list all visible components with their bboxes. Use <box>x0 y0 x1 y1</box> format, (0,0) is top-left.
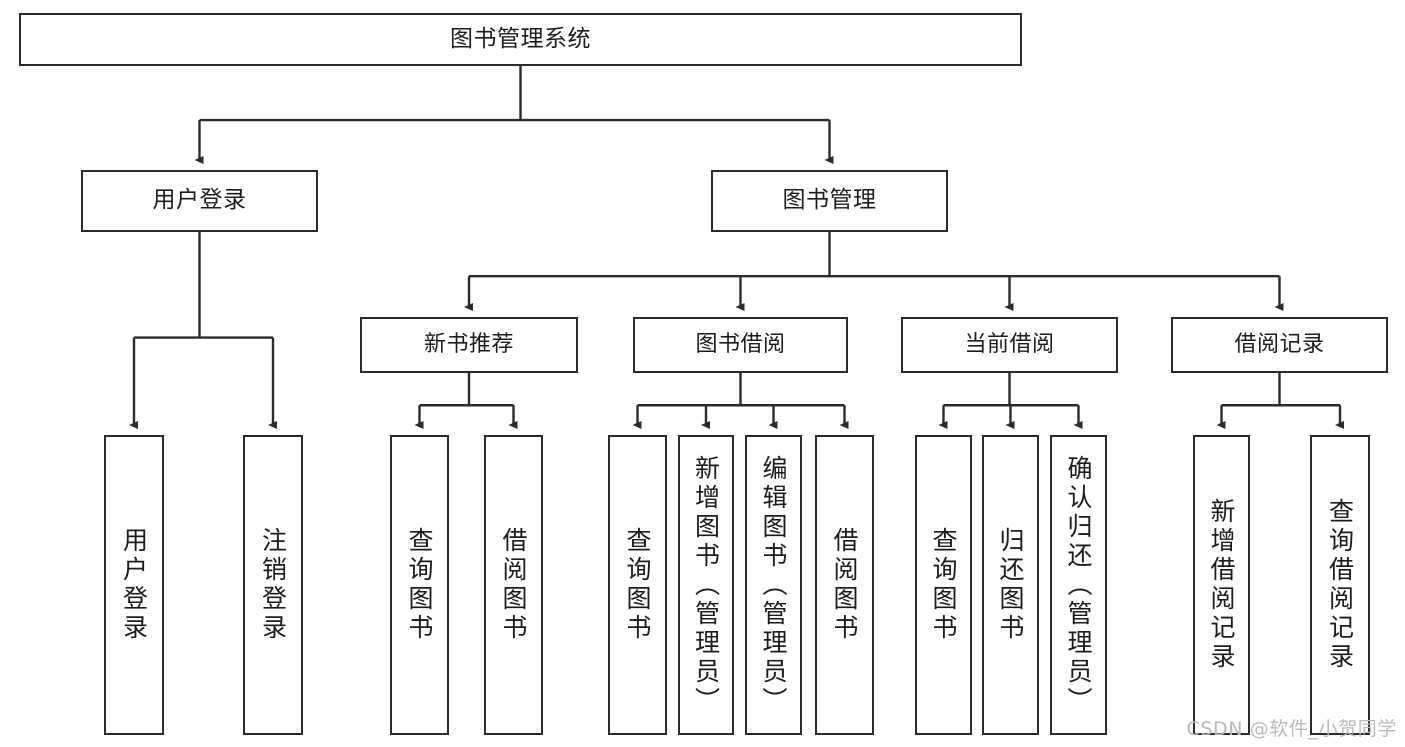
node-label: 图书管理系统 <box>450 25 591 52</box>
node-l_borrow1[interactable]: 借阅图书 <box>484 435 543 735</box>
node-label: 查询图书 <box>929 527 958 643</box>
node-label: 当前借阅 <box>964 331 1055 357</box>
node-label: 新增借阅记录 <box>1207 498 1236 672</box>
node-l_logout[interactable]: 注销登录 <box>243 435 303 735</box>
node-user_login[interactable]: 用户登录 <box>81 170 318 232</box>
node-l_return[interactable]: 归还图书 <box>982 435 1039 735</box>
node-book_mgmt[interactable]: 图书管理 <box>711 170 948 232</box>
node-l_query1[interactable]: 查询图书 <box>390 435 449 735</box>
node-label: 编辑图书（管理员） <box>759 454 788 716</box>
node-label: 借阅图书 <box>830 527 859 643</box>
node-label: 用户登录 <box>152 187 247 214</box>
node-current[interactable]: 当前借阅 <box>901 317 1118 373</box>
node-root[interactable]: 图书管理系统 <box>19 13 1022 66</box>
node-label: 查询借阅记录 <box>1325 498 1355 672</box>
node-new_rec[interactable]: 新书推荐 <box>360 317 578 373</box>
node-l_addbook[interactable]: 新增图书（管理员） <box>678 435 734 735</box>
node-l_addrec[interactable]: 新增借阅记录 <box>1193 435 1250 735</box>
node-l_queryrec[interactable]: 查询借阅记录 <box>1310 435 1370 735</box>
node-label: 图书管理 <box>782 187 877 214</box>
node-l_editbook[interactable]: 编辑图书（管理员） <box>745 435 802 735</box>
node-borrow[interactable]: 图书借阅 <box>633 317 848 373</box>
node-label: 确认归还（管理员） <box>1064 454 1093 716</box>
node-l_confirm[interactable]: 确认归还（管理员） <box>1050 435 1107 735</box>
node-label: 借阅记录 <box>1234 331 1325 357</box>
csdn-watermark: CSDN @软件_小贺同学 <box>1186 718 1397 740</box>
node-label: 归还图书 <box>996 527 1025 643</box>
node-label: 用户登录 <box>119 527 149 643</box>
node-l_login[interactable]: 用户登录 <box>104 435 164 735</box>
node-label: 借阅图书 <box>499 527 528 643</box>
node-l_query2[interactable]: 查询图书 <box>608 435 667 735</box>
node-label: 新书推荐 <box>423 331 514 357</box>
node-label: 新增图书（管理员） <box>691 454 721 716</box>
node-label: 查询图书 <box>623 527 652 643</box>
node-history[interactable]: 借阅记录 <box>1171 317 1388 373</box>
node-label: 查询图书 <box>405 527 434 643</box>
node-label: 图书借阅 <box>695 331 786 357</box>
node-l_query3[interactable]: 查询图书 <box>915 435 972 735</box>
node-l_borrow2[interactable]: 借阅图书 <box>815 435 874 735</box>
node-label: 注销登录 <box>258 527 288 643</box>
